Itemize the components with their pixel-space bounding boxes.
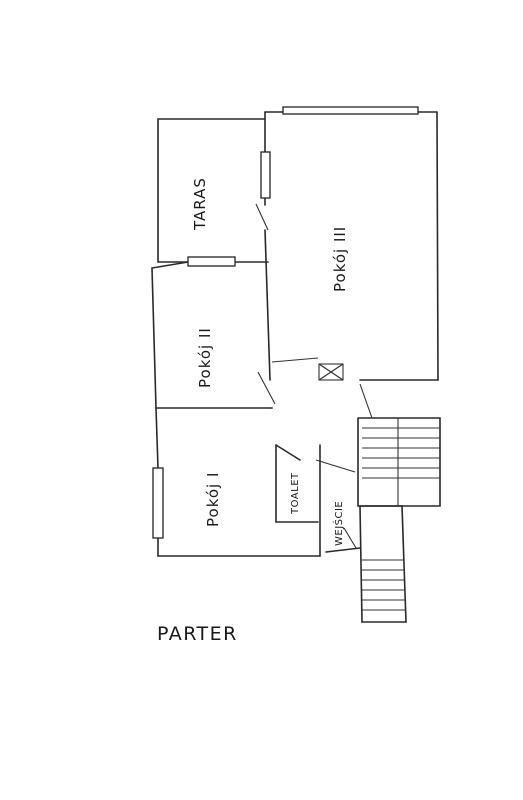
label-entrance: WEJŚCIE — [332, 501, 345, 546]
label-room-2: Pokój II — [196, 327, 214, 388]
label-taras: TARAS — [191, 177, 209, 231]
entrance-stairs — [362, 559, 406, 611]
label-room-1: Pokój I — [204, 472, 222, 527]
label-toilet: TOALET — [290, 472, 301, 515]
floor-title: PARTER — [157, 623, 238, 645]
doors — [255, 203, 373, 549]
walls — [151, 111, 441, 623]
staircase — [362, 418, 440, 506]
windows — [152, 106, 419, 539]
label-room-3: Pokój III — [331, 226, 349, 292]
chimney-symbol — [318, 363, 344, 381]
